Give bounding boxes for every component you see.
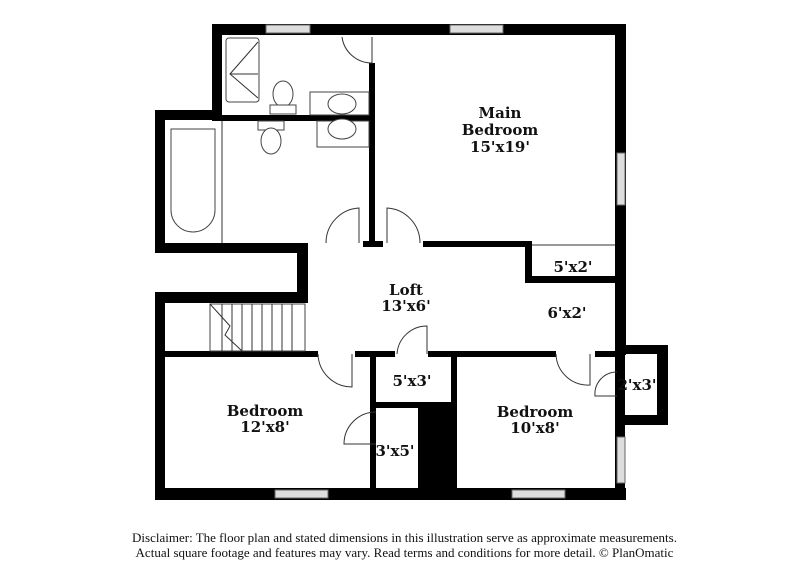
bedroom-right-name: Bedroom [497, 403, 574, 421]
window [274, 489, 329, 499]
bedroom-right-size: 10'x8' [510, 419, 559, 437]
disclaimer-line-1: Disclaimer: The floor plan and stated di… [132, 530, 677, 545]
main-bedroom-size: 15'x19' [470, 138, 530, 156]
main-bedroom-name-2: Bedroom [462, 121, 539, 139]
loft-name: Loft [389, 281, 423, 299]
window [449, 24, 504, 34]
closet-hall-size: 5'x3' [392, 372, 431, 390]
window [616, 152, 626, 206]
sink [327, 118, 357, 140]
window [511, 489, 566, 499]
stairs [209, 303, 306, 352]
toilet [260, 127, 282, 155]
bedroom-left-name: Bedroom [227, 402, 304, 420]
hall-size: 6'x2' [547, 304, 586, 322]
sink [327, 93, 357, 115]
closet-left-size: 3'x5' [375, 442, 414, 460]
toilet [272, 80, 294, 108]
bathtub [170, 128, 216, 233]
doors [317, 36, 618, 445]
shower [225, 37, 260, 103]
closet-main-size: 5'x2' [553, 258, 592, 276]
fixtures [170, 37, 370, 352]
main-bedroom-name: Main [479, 104, 522, 122]
window [616, 436, 626, 484]
disclaimer-line-2: Actual square footage and features may v… [135, 545, 674, 560]
room-labels: Main Bedroom 15'x19' 5'x2' Loft 13'x6' 6… [227, 104, 657, 460]
bedroom-left-size: 12'x8' [240, 418, 289, 436]
closet-small-size: 2'x3' [617, 376, 656, 394]
windows [265, 24, 626, 499]
window [265, 24, 311, 34]
loft-size: 13'x6' [381, 297, 430, 315]
